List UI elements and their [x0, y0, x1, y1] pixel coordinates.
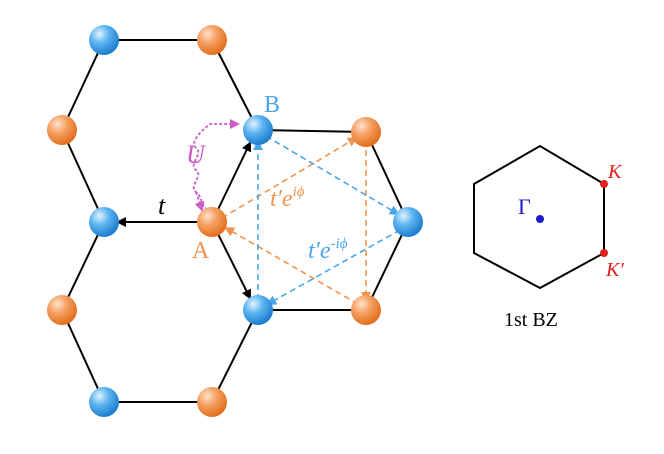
k-prime-label: K′ [605, 259, 624, 281]
site-A-center [197, 207, 227, 237]
nnn-hopping-A [221, 136, 371, 305]
hop-A-base: t′e [270, 186, 293, 212]
gamma-label: Γ [518, 194, 531, 219]
site-B [393, 207, 423, 237]
site-B [243, 295, 273, 325]
hop-arrow [265, 135, 400, 216]
site-A [197, 387, 227, 417]
hop-arrow [221, 136, 358, 219]
site-B [89, 207, 119, 237]
site-B [89, 387, 119, 417]
hop-B-exp: -iϕ [331, 236, 348, 252]
bz-caption: 1st BZ [504, 309, 558, 331]
gamma-point [536, 215, 544, 223]
lattice-bonds [61, 39, 409, 403]
site-A [47, 295, 77, 325]
brillouin-zone: Γ K K′ 1st BZ [473, 144, 624, 331]
nnn-hopping-B [253, 135, 401, 305]
bond [257, 129, 367, 133]
bond [211, 39, 259, 131]
bond [61, 309, 105, 403]
lattice-sites [47, 25, 423, 417]
U-label: U [186, 140, 207, 169]
hop-A-exp: iϕ [293, 184, 305, 200]
hop-A-label: t′eiϕ [270, 184, 305, 212]
nn-hopping-arrows [116, 141, 252, 300]
site-B [89, 25, 119, 55]
k-prime-point [600, 249, 608, 257]
site-A [197, 25, 227, 55]
bond [61, 39, 105, 131]
t-label: t [158, 191, 166, 220]
k-point [600, 180, 608, 188]
interaction-U [192, 119, 240, 213]
site-A [351, 295, 381, 325]
bond [61, 129, 105, 223]
wavy-arrow-icon [192, 119, 240, 213]
hop-arrow [224, 227, 359, 305]
bond [61, 221, 105, 311]
hop-B-label: t′e-iϕ [308, 236, 348, 264]
site-A-label: A [192, 238, 210, 264]
site-B-label: B [264, 92, 280, 118]
k-label: K [607, 161, 623, 183]
site-A [47, 115, 77, 145]
site-B [243, 115, 273, 145]
hop-B-base: t′e [308, 238, 331, 264]
site-A [351, 117, 381, 147]
wavy-arrow-icon [194, 191, 205, 212]
hop-arrow [266, 229, 401, 305]
bond [365, 131, 409, 223]
bond [365, 221, 409, 311]
bond [211, 309, 259, 403]
